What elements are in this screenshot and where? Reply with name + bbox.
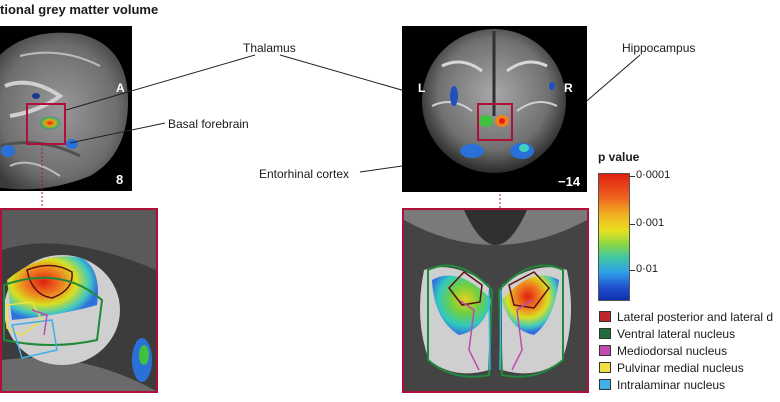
coronal-zoom-panel (402, 208, 589, 393)
colorbar-tick-1: 0·001 (636, 217, 665, 229)
colorbar-title: p value (598, 150, 640, 164)
coronal-left-label: L (418, 81, 426, 95)
colorbar (598, 173, 630, 301)
hippocampus-label: Hippocampus (622, 41, 696, 55)
basal-forebrain-label: Basal forebrain (168, 117, 249, 131)
legend-swatch (599, 345, 611, 356)
sagittal-zoom-image (2, 210, 156, 391)
legend-swatch (599, 311, 611, 322)
sagittal-orientation-label: A (116, 81, 125, 95)
legend-item-intralaminar: Intralaminar nucleus (599, 376, 773, 393)
figure-title: tional grey matter volume (0, 2, 159, 17)
legend-label: Pulvinar medial nucleus (617, 360, 744, 375)
nuclei-legend: Lateral posterior and lateral d Ventral … (599, 308, 773, 393)
legend-label: Lateral posterior and lateral d (617, 309, 774, 324)
legend-item-ventral-lateral: Ventral lateral nucleus (599, 325, 773, 342)
sagittal-brain-image (0, 32, 129, 190)
coronal-mri-panel: L R −14 (402, 26, 587, 192)
legend-item-mediodorsal: Mediodorsal nucleus (599, 342, 773, 359)
legend-item-lateral-posterior: Lateral posterior and lateral d (599, 308, 773, 325)
legend-swatch (599, 328, 611, 339)
coronal-brain-image (422, 29, 566, 173)
colorbar-tick-line-1 (630, 176, 635, 177)
legend-label: Ventral lateral nucleus (617, 326, 736, 341)
legend-label: Mediodorsal nucleus (617, 343, 728, 358)
coronal-right-label: R (564, 81, 573, 95)
sagittal-mri-panel: A 8 (0, 26, 132, 191)
sagittal-slice-number: 8 (116, 172, 124, 187)
legend-swatch (599, 362, 611, 373)
coronal-zoom-image (404, 210, 587, 391)
thalamus-label: Thalamus (243, 41, 296, 55)
colorbar-tick-line-3 (630, 270, 635, 271)
legend-item-pulvinar-medial: Pulvinar medial nucleus (599, 359, 773, 376)
entorhinal-cortex-label: Entorhinal cortex (259, 167, 350, 181)
legend-swatch (599, 379, 611, 390)
coronal-slice-number: −14 (558, 174, 581, 189)
colorbar-tick-2: 0·01 (636, 263, 659, 275)
colorbar-tick-line-2 (630, 224, 635, 225)
legend-label: Intralaminar nucleus (617, 377, 726, 392)
sagittal-zoom-panel (0, 208, 158, 393)
colorbar-tick-0: 0·0001 (636, 169, 671, 181)
